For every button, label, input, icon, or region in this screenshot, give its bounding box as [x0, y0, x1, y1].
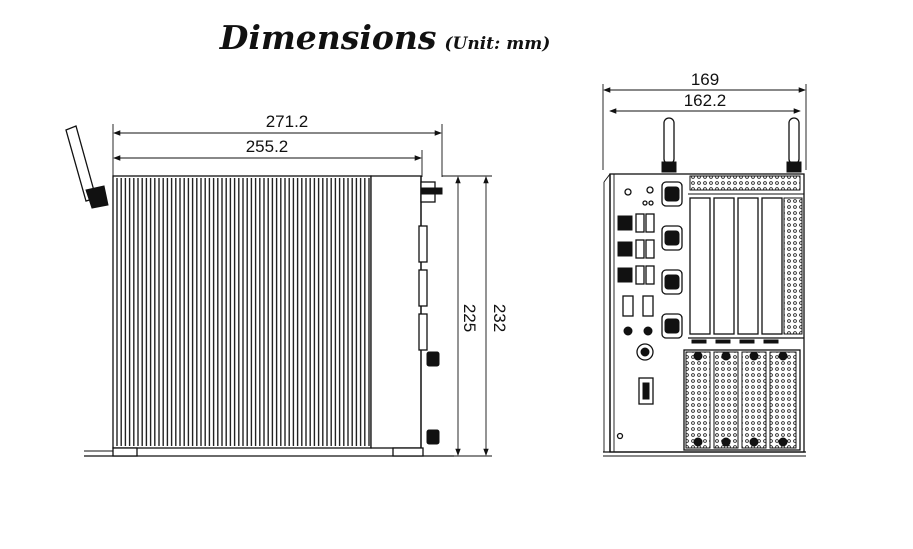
front-width-dimensions: 169 162.2	[602, 70, 807, 170]
audio-jack-icon	[643, 326, 653, 336]
knob-icon	[426, 429, 440, 445]
base-feet	[84, 447, 454, 457]
heatsink-fins	[116, 178, 370, 446]
displayport-icon	[642, 295, 654, 317]
heatsink-body	[112, 175, 372, 449]
drive-bays	[683, 349, 801, 451]
audio-jack-icon	[623, 326, 633, 336]
overall-width-label: 271.2	[266, 112, 309, 131]
side-height-dimensions: 225 232	[442, 175, 509, 457]
unit-label: (Unit: mm)	[444, 34, 551, 54]
serial-ports	[661, 181, 683, 339]
screw-icon	[778, 437, 788, 447]
screw-icon	[749, 351, 759, 361]
title-text: Dimensions	[219, 18, 437, 57]
usb-port-icon	[645, 213, 655, 233]
antenna-icon	[786, 117, 802, 173]
front-body-width-label: 162.2	[684, 91, 727, 110]
knob-icon	[426, 351, 440, 367]
body-width-label: 255.2	[246, 137, 289, 156]
io-ports	[616, 186, 655, 440]
lan-port-icon	[617, 267, 633, 283]
front-view: 169 162.2	[602, 70, 807, 457]
power-button-icon	[646, 186, 654, 194]
usb-port-icon	[635, 265, 645, 285]
screw-icon	[721, 437, 731, 447]
led-icon	[624, 188, 632, 196]
front-overall-width-label: 169	[691, 70, 719, 89]
usb-port-icon	[645, 265, 655, 285]
usb-port-icon	[635, 239, 645, 259]
screw-icon	[778, 351, 788, 361]
antenna-icon	[65, 125, 109, 209]
expansion-slots	[688, 197, 804, 344]
side-view: 271.2 255.2	[65, 112, 509, 457]
lan-port-icon	[617, 241, 633, 257]
usb-port-icon	[635, 213, 645, 233]
body-height-label: 225	[460, 304, 479, 332]
lan-port-icon	[617, 215, 633, 231]
diagram-title: Dimensions (Unit: mm)	[0, 18, 770, 57]
side-width-dimensions: 271.2 255.2	[112, 112, 443, 177]
screw-icon	[749, 437, 759, 447]
screw-icon	[693, 351, 703, 361]
overall-height-label: 232	[490, 304, 509, 332]
screw-icon	[693, 437, 703, 447]
displayport-icon	[622, 295, 634, 317]
antenna-icon	[661, 117, 677, 173]
side-panel	[370, 175, 443, 449]
usb-port-icon	[645, 239, 655, 259]
screw-icon	[721, 351, 731, 361]
